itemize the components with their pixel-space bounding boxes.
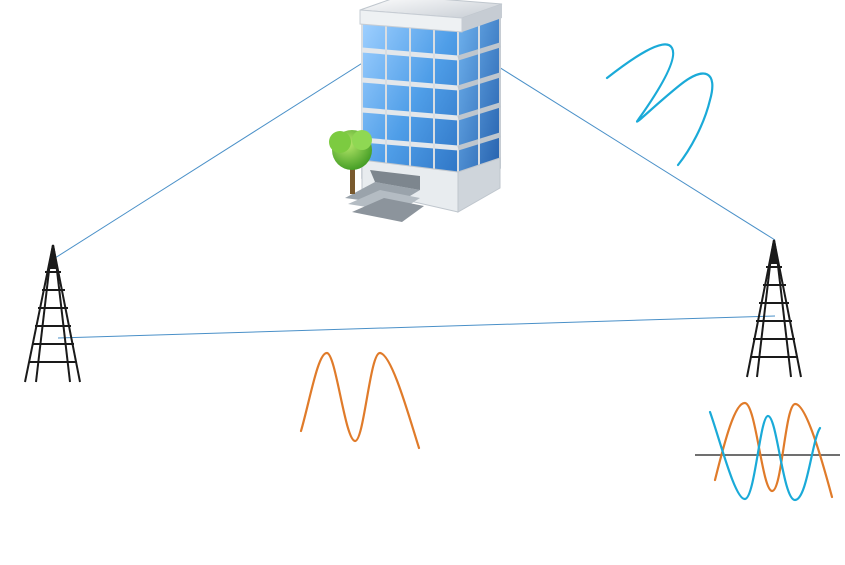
radio-tower-icon [746, 239, 802, 378]
tree-icon [329, 130, 372, 194]
radio-tower-icon [24, 244, 81, 383]
office-building-icon [329, 0, 503, 222]
combined-cyan-wave [708, 410, 822, 502]
reflected-sine-wave [605, 43, 714, 167]
combined-orange-wave [713, 401, 834, 499]
direct-sine-wave [299, 351, 421, 450]
direct-path-line [57, 315, 776, 339]
combined-signal-icon [695, 401, 840, 502]
entrance-stairs [345, 170, 424, 222]
